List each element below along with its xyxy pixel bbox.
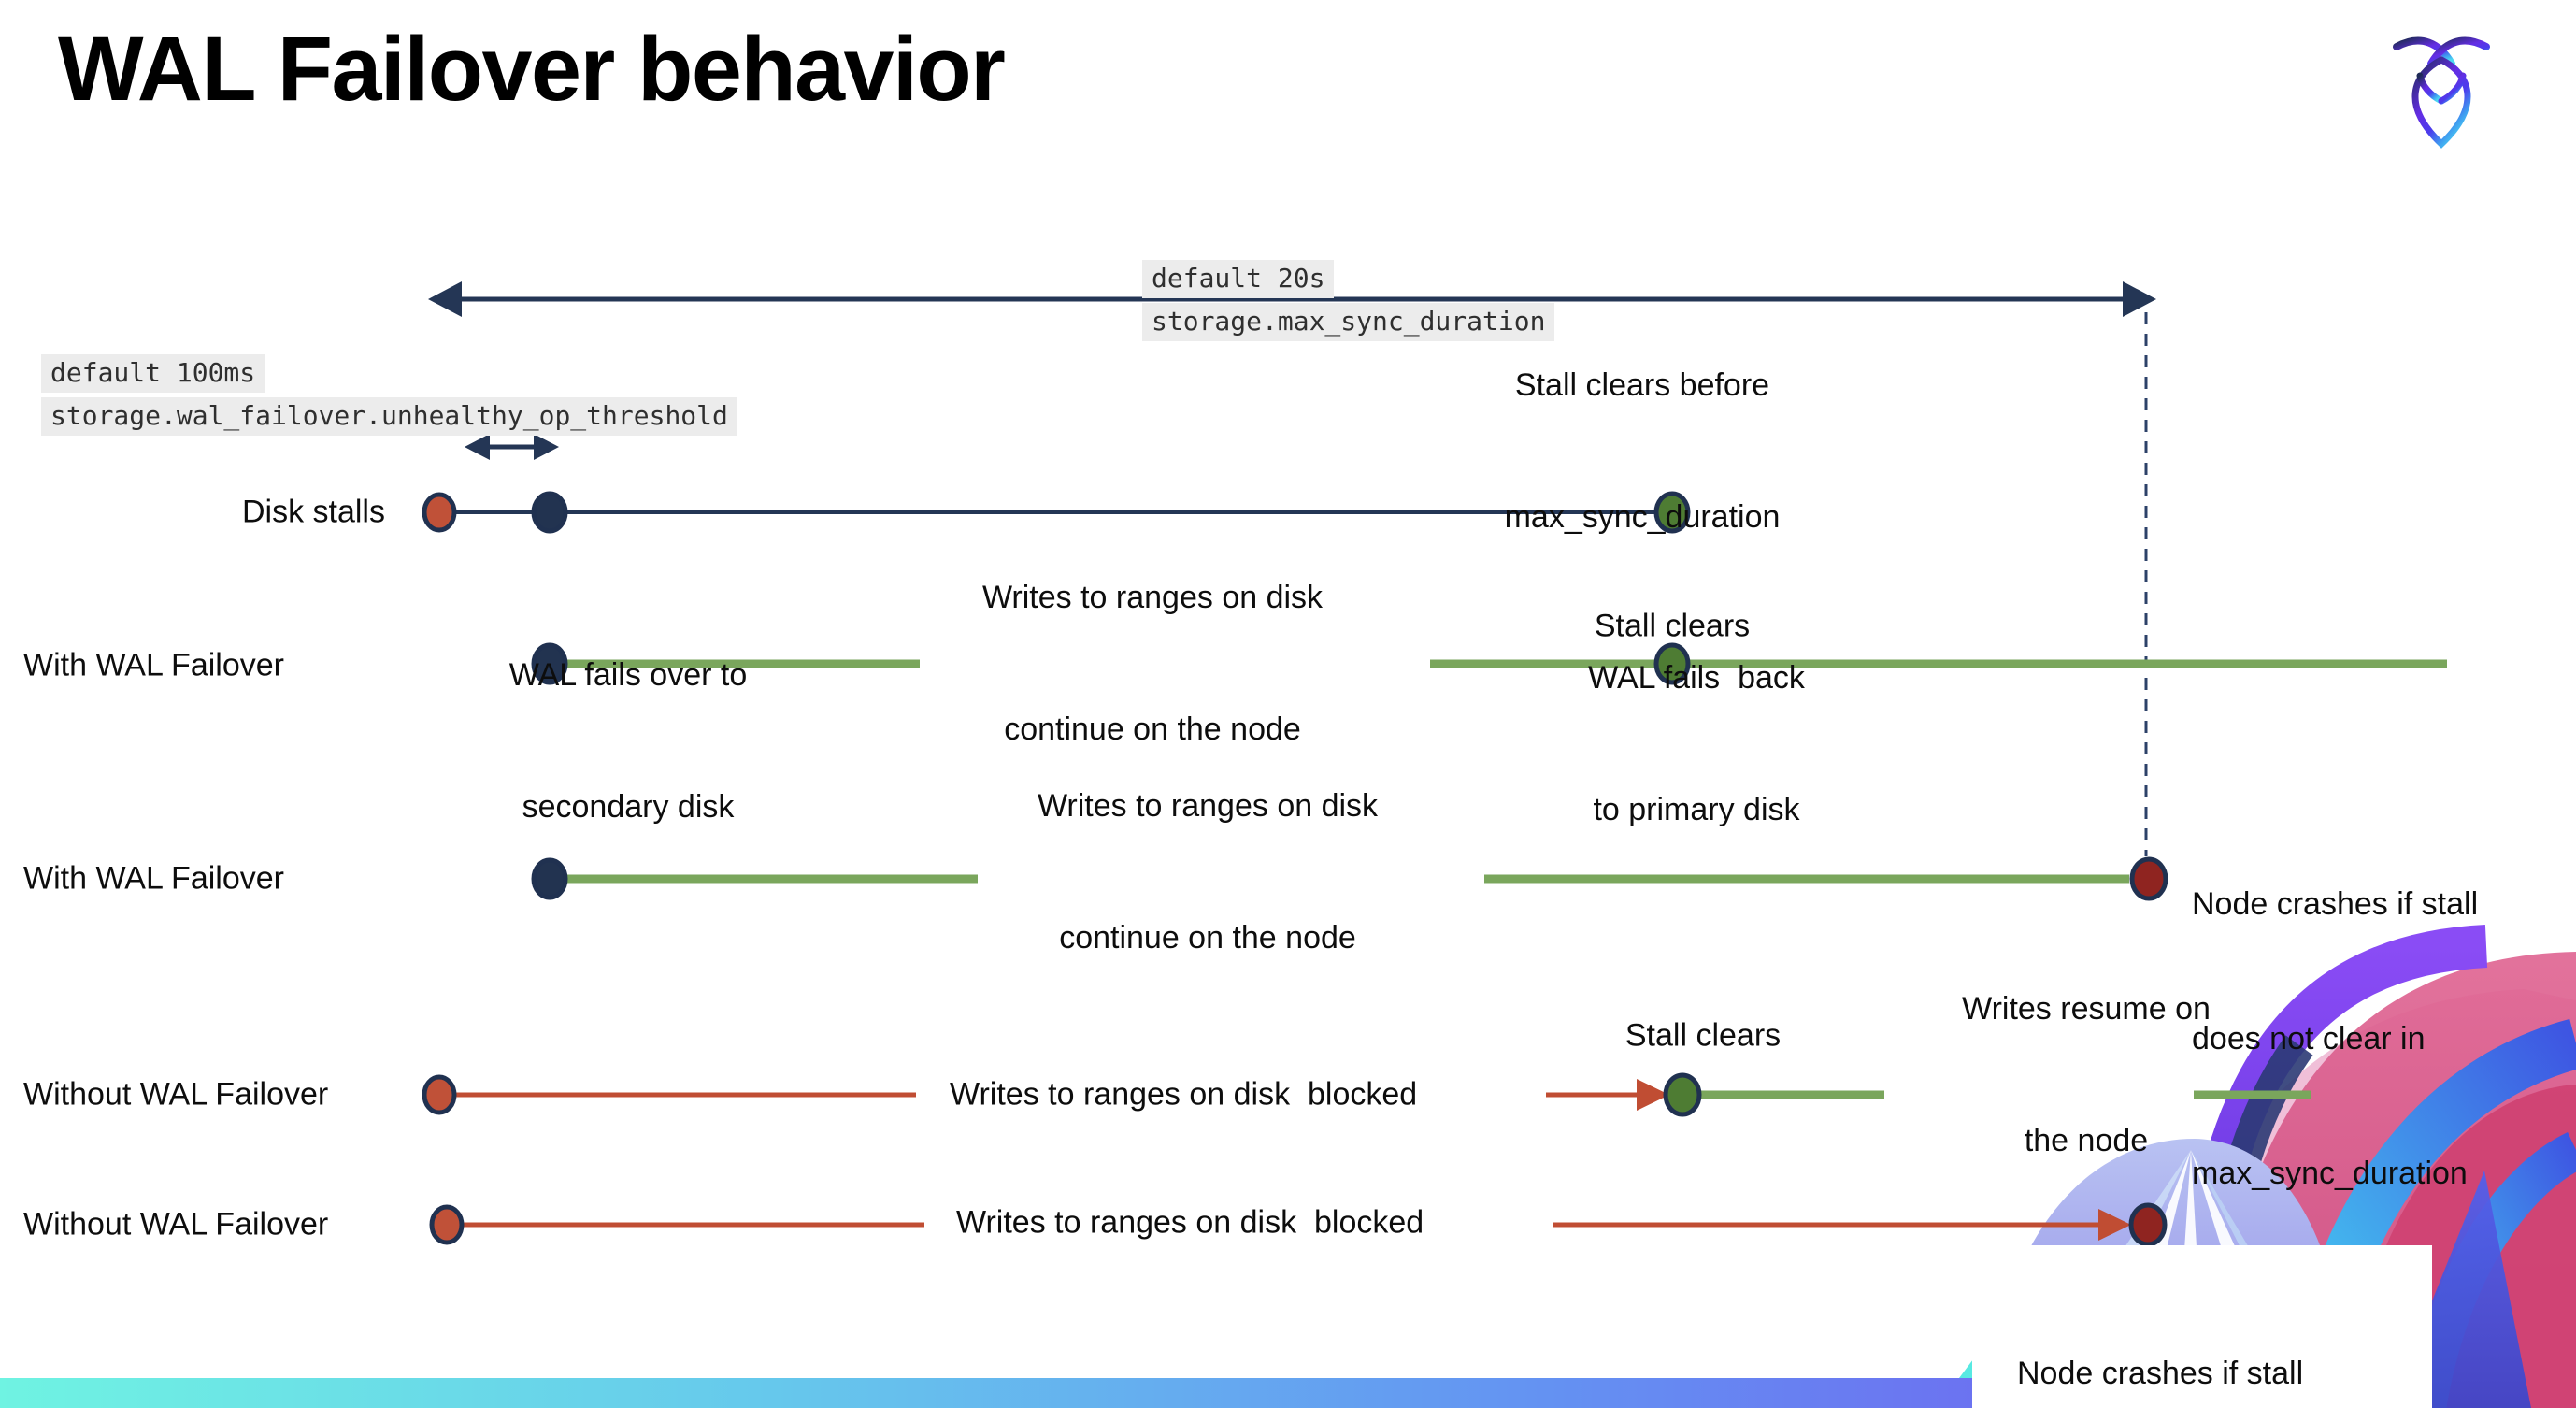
- label-line: secondary disk: [522, 789, 735, 825]
- node-crash-callout-box: Node crashes if stall does not clear in …: [1972, 1245, 2432, 1408]
- unhealthy-op-threshold-arrow: [465, 434, 559, 460]
- timeline-row-disk-stalls: [422, 491, 1691, 534]
- node-crash-dot: [2128, 1202, 2168, 1247]
- threshold-dot: [531, 491, 568, 534]
- setting-name-label: storage.max_sync_duration: [1142, 303, 1555, 341]
- node-crashes-label: Node crashes if stall does not clear in …: [2192, 792, 2478, 1286]
- row-label-without-wal-failover: Without WAL Failover: [23, 1206, 329, 1243]
- callout-line: Node crashes if stall: [2017, 1356, 2304, 1391]
- timeline-row-without-failover-crash: [429, 1202, 2168, 1247]
- node-crash-dot: [2129, 856, 2168, 901]
- label-line: max_sync_duration: [1504, 499, 1781, 535]
- cockroachdb-logo-icon: [2393, 36, 2490, 149]
- label-line: WAL fails back: [1588, 660, 1805, 696]
- failover-dot: [531, 857, 568, 900]
- failover-dot: [531, 642, 568, 685]
- label-line: Writes to ranges on disk: [981, 580, 1324, 615]
- stall-clears-dot: [1653, 491, 1691, 534]
- stall-clears-dot: [1653, 642, 1691, 685]
- stall-start-dot: [422, 1074, 457, 1115]
- writes-continue-label: Writes to ranges on disk continue on the…: [982, 488, 1323, 840]
- writes-resume-label: Writes resume on the node: [1962, 899, 2211, 1251]
- red-arrowhead: [2098, 1209, 2131, 1241]
- page-title: WAL Failover behavior: [58, 18, 1006, 120]
- label-line: the node: [2024, 1123, 2149, 1158]
- label-line: continue on the node: [1004, 711, 1301, 747]
- arrowhead-left: [465, 434, 490, 460]
- row-label-with-wal-failover: With WAL Failover: [23, 647, 284, 683]
- stall-clears-label: Stall clears: [1624, 1017, 1782, 1054]
- stall-clears-before-label: Stall clears before max_sync_duration: [1505, 276, 1781, 627]
- label-line: Node crashes if stall: [2192, 886, 2479, 922]
- writes-blocked-label: Writes to ranges on disk blocked: [950, 1076, 1418, 1113]
- stall-start-dot: [429, 1204, 465, 1245]
- wal-fails-over-label: WAL fails over to secondary disk: [509, 566, 747, 917]
- timeline-row-with-failover-clears: [531, 642, 2447, 685]
- row-label-without-wal-failover: Without WAL Failover: [23, 1076, 329, 1113]
- max-sync-duration-arrow: [428, 281, 2156, 317]
- label-line: to primary disk: [1593, 792, 1800, 827]
- label-line: WAL fails over to: [508, 657, 748, 693]
- label-line: Stall clears before: [1514, 367, 1770, 403]
- arrowhead-right: [2123, 281, 2156, 317]
- label-line: Writes resume on: [1962, 991, 2211, 1027]
- red-arrowhead: [1637, 1079, 1669, 1111]
- stall-start-dot: [422, 492, 457, 533]
- row-label-with-wal-failover: With WAL Failover: [23, 860, 284, 897]
- label-line: Writes to ranges on disk: [1037, 788, 1379, 824]
- timeline-row-with-failover-crash: [531, 856, 2168, 901]
- setting-name-label: storage.wal_failover.unhealthy_op_thresh…: [41, 397, 737, 436]
- stall-clears-dot: [1663, 1072, 1702, 1117]
- arrowhead-right: [534, 434, 559, 460]
- arrowhead-left: [428, 281, 462, 317]
- row-label-disk-stalls: Disk stalls: [241, 494, 385, 530]
- writes-blocked-label: Writes to ranges on disk blocked: [956, 1204, 1424, 1241]
- label-line: does not clear in: [2192, 1021, 2426, 1056]
- node-crash-callout-text: Node crashes if stall does not clear in …: [2017, 1264, 2432, 1408]
- writes-continue-label: Writes to ranges on disk continue on the…: [1038, 697, 1378, 1048]
- default-value-label: default 20s: [1142, 260, 1335, 298]
- wal-fails-back-label: WAL fails back to primary disk: [1588, 568, 1805, 920]
- timeline-row-without-failover-clears: [422, 1072, 2311, 1117]
- stall-clears-label: Stall clears: [1594, 608, 1751, 644]
- unhealthy-op-threshold-annotation: default 100ms storage.wal_failover.unhea…: [41, 354, 737, 436]
- label-line: max_sync_duration: [2192, 1156, 2468, 1191]
- default-value-label: default 100ms: [41, 354, 265, 393]
- max-sync-duration-annotation: default 20s storage.max_sync_duration: [1142, 260, 1555, 341]
- label-line: continue on the node: [1059, 920, 1356, 955]
